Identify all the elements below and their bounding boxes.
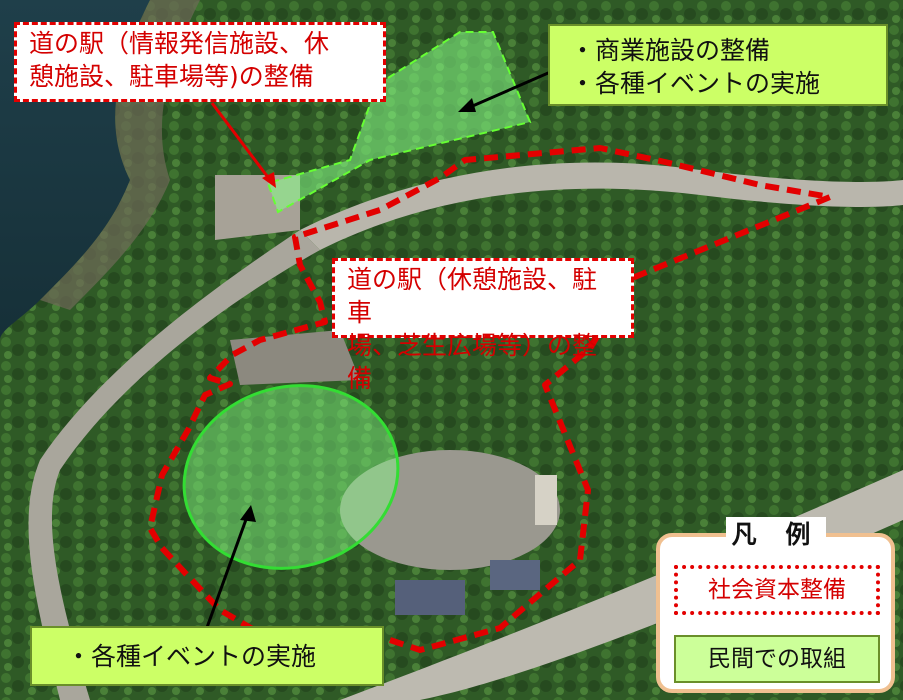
building-right: [535, 475, 557, 525]
callout-station-info-line1: 道の駅（情報発信施設、休: [29, 29, 330, 58]
event-lawn-area: [182, 384, 400, 570]
legend-private-initiative: 民間での取組: [674, 635, 880, 683]
callout-commercial-line2: ・各種イベントの実施: [570, 69, 821, 98]
callout-rest-facility-line1: 道の駅（休憩施設、駐車: [347, 265, 598, 327]
callout-rest-facility: 道の駅（休憩施設、駐車 場、芝生広場等）の整備: [332, 258, 634, 393]
social-capital-boundary: [147, 145, 833, 653]
callout-events: ・各種イベントの実施: [30, 626, 384, 686]
callout-commercial: ・商業施設の整備 ・各種イベントの実施: [548, 24, 888, 106]
callout-station-info: 道の駅（情報発信施設、休 憩施設、駐車場等)の整備: [14, 22, 386, 102]
arrowhead-commercial: [458, 98, 476, 112]
clearing: [230, 330, 360, 385]
legend-title: 凡 例: [726, 517, 826, 553]
arrow-station: [210, 102, 272, 181]
arrow-events: [203, 513, 250, 634]
map-legend: 凡 例 社会資本整備 民間での取組: [656, 517, 895, 693]
callout-rest-facility-line2: 場、芝生広場等）の整備: [347, 331, 598, 393]
callout-events-text: ・各種イベントの実施: [66, 642, 317, 671]
building-bottom-right: [490, 560, 540, 590]
callout-station-info-line2: 憩施設、駐車場等)の整備: [29, 62, 314, 91]
commercial-area: [266, 31, 532, 214]
parking-lot: [340, 450, 560, 570]
building-bottom: [395, 580, 465, 615]
arrowhead-station: [262, 172, 276, 188]
arrow-commercial: [467, 68, 556, 110]
callout-commercial-line1: ・商業施設の整備: [570, 36, 771, 65]
arrowhead-events: [240, 505, 256, 522]
legend-social-capital: 社会資本整備: [674, 565, 880, 615]
